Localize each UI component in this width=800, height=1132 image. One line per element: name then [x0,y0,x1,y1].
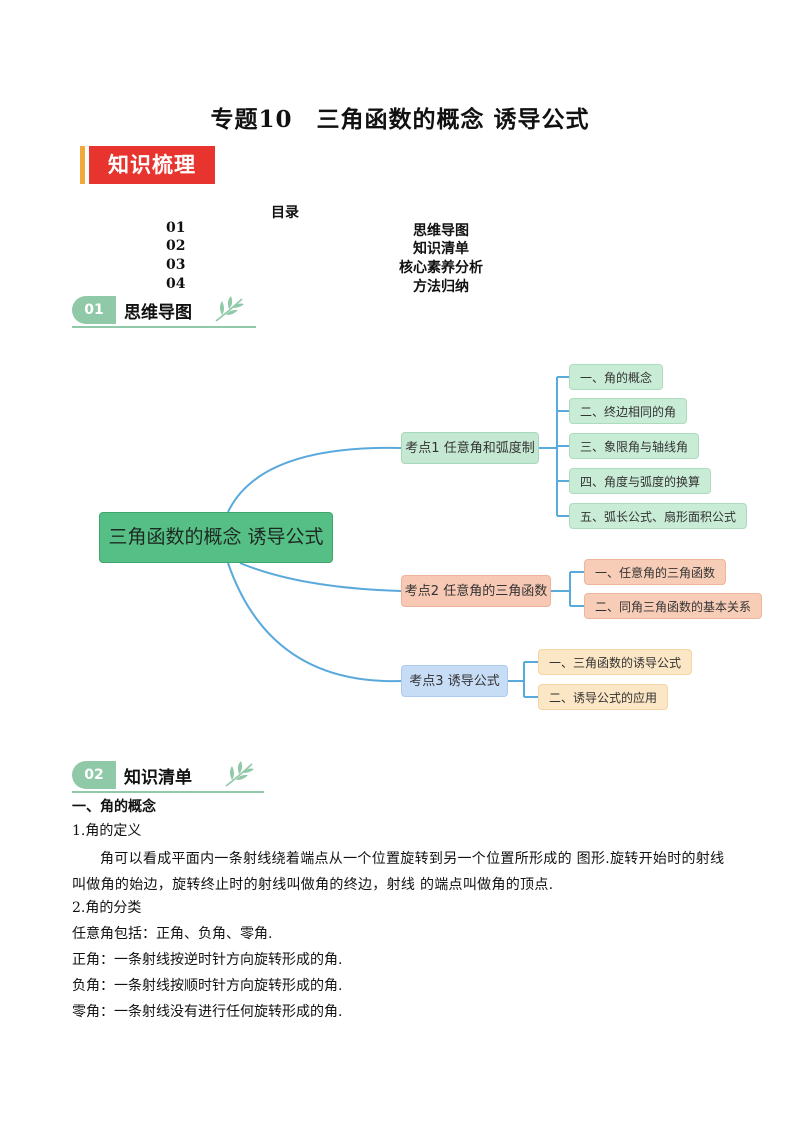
section-underline [72,791,264,793]
section-number: 01 [72,296,116,324]
toc-text: 思维导图 [413,223,469,239]
banner-label: 知识梳理 [89,146,215,184]
section-title: 思维导图 [124,303,192,323]
mindmap-leaf: 一、角的概念 [569,364,664,390]
toc-text: 方法归纳 [413,279,469,295]
section-title: 知识清单 [124,768,192,788]
toc-number: 04 [166,276,186,292]
content-paragraph: 角可以看成平面内一条射线绕着端点从一个位置旋转到另一个位置所形成的 图形.旋转开… [72,851,725,893]
mindmap-topic-3: 考点3 诱导公式 [401,665,508,697]
toc-number: 03 [166,257,186,273]
content-line: 正角：一条射线按逆时针方向旋转形成的角. [72,952,343,968]
content-subheading: 2.角的分类 [72,900,142,916]
content-subheading: 1.角的定义 [72,823,142,839]
mindmap-leaf: 二、终边相同的角 [569,398,688,424]
toc-heading: 目录 [271,205,299,221]
toc-number: 01 [166,220,186,236]
toc-text: 核心素养分析 [399,260,483,276]
mindmap-leaf: 三、象限角与轴线角 [569,433,700,459]
mindmap-leaf: 四、角度与弧度的换算 [569,468,712,494]
section-number: 02 [72,761,116,789]
document-title: 专题10 三角函数的概念 诱导公式 [210,106,590,133]
content-line: 零角：一条射线没有进行任何旋转形成的角. [72,1004,343,1020]
toc-number: 02 [166,238,186,254]
banner-accent-bar [80,146,85,184]
leaf-icon [215,296,244,322]
section-underline [72,326,256,328]
leaf-icon [225,761,254,787]
mindmap-topic-1: 考点1 任意角和弧度制 [401,432,539,464]
mindmap-leaf: 二、诱导公式的应用 [538,684,669,710]
mindmap-root: 三角函数的概念 诱导公式 [99,512,333,563]
mindmap-topic-2: 考点2 任意角的三角函数 [401,575,551,607]
content-line: 负角：一条射线按顺时针方向旋转形成的角. [72,978,343,994]
toc-text: 知识清单 [413,241,469,257]
mindmap-leaf: 一、任意角的三角函数 [584,559,727,585]
mindmap-leaf: 二、同角三角函数的基本关系 [584,593,763,619]
content-line: 任意角包括：正角、负角、零角. [72,926,273,942]
mindmap-leaf: 五、弧长公式、扇形面积公式 [569,503,748,529]
mindmap-leaf: 一、三角函数的诱导公式 [538,649,693,675]
content-heading: 一、角的概念 [72,799,156,815]
